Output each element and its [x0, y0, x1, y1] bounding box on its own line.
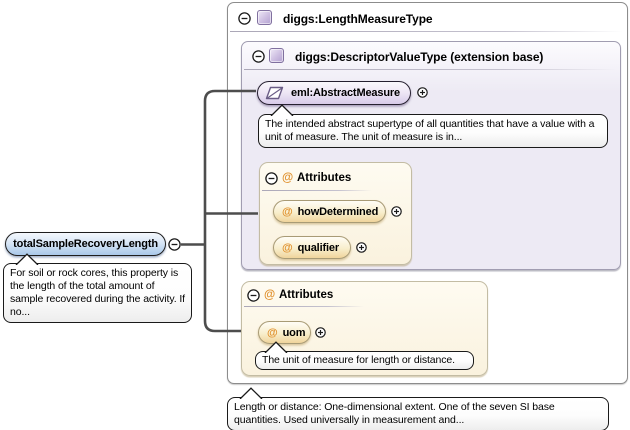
element-icon: [265, 86, 284, 100]
bubble-pointer: [270, 104, 294, 117]
attributes-group-outer: @ Attributes @ uom The unit of measure f…: [241, 281, 488, 376]
annotation-abstract-measure: The intended abstract supertype of all q…: [258, 104, 608, 148]
collapse-icon[interactable]: [252, 50, 265, 63]
bubble-pointer: [239, 387, 263, 400]
at-icon: @: [282, 241, 293, 254]
attribute-name: uom: [282, 326, 306, 339]
header-separator: [244, 69, 616, 71]
complex-type-icon: [269, 48, 284, 63]
attributes-group-inner: @ Attributes @ howDetermined @ qualifier: [259, 162, 412, 265]
collapse-icon[interactable]: [247, 289, 260, 302]
attribute-qualifier[interactable]: @ qualifier: [273, 236, 351, 259]
attributes-title: Attributes: [297, 172, 352, 184]
element-eml-abstract-measure[interactable]: eml:AbstractMeasure: [257, 81, 411, 105]
annotation-length-measure-type: Length or distance: One-dimensional exte…: [227, 387, 609, 430]
attribute-how-determined[interactable]: @ howDetermined: [273, 200, 386, 223]
header-separator: [230, 31, 623, 33]
element-label: totalSampleRecoveryLength: [13, 238, 158, 250]
header-separator: [244, 306, 364, 308]
type-box-title: diggs:LengthMeasureType: [283, 12, 433, 26]
extension-base-box: diggs:DescriptorValueType (extension bas…: [241, 41, 621, 270]
expand-icon[interactable]: [356, 242, 367, 253]
element-label: eml:AbstractMeasure: [291, 87, 401, 99]
attribute-name: qualifier: [297, 241, 340, 254]
expand-icon[interactable]: [315, 327, 326, 338]
attribute-name: howDetermined: [297, 205, 379, 218]
attribute-at-icon: @: [264, 289, 276, 301]
annotation-uom: The unit of measure for length or distan…: [255, 341, 474, 370]
annotation-root-element: For soil or rock cores, this property is…: [3, 253, 192, 323]
collapse-icon[interactable]: [168, 238, 181, 251]
attribute-at-icon: @: [282, 172, 294, 184]
at-icon: @: [282, 205, 293, 218]
attribute-uom[interactable]: @ uom: [258, 321, 311, 344]
extension-box-title: diggs:DescriptorValueType (extension bas…: [295, 50, 544, 64]
complex-type-icon: [257, 10, 272, 25]
at-icon: @: [267, 326, 278, 339]
bubble-pointer: [264, 341, 288, 354]
type-box-length-measure: diggs:LengthMeasureType diggs:Descriptor…: [227, 2, 628, 384]
bubble-pointer: [15, 253, 39, 266]
expand-icon[interactable]: [417, 87, 428, 98]
expand-icon[interactable]: [391, 206, 402, 217]
collapse-icon[interactable]: [238, 12, 251, 25]
collapse-icon[interactable]: [265, 172, 278, 185]
element-total-sample-recovery-length[interactable]: totalSampleRecoveryLength: [5, 232, 166, 256]
header-separator: [262, 190, 372, 192]
attributes-title: Attributes: [279, 289, 334, 301]
